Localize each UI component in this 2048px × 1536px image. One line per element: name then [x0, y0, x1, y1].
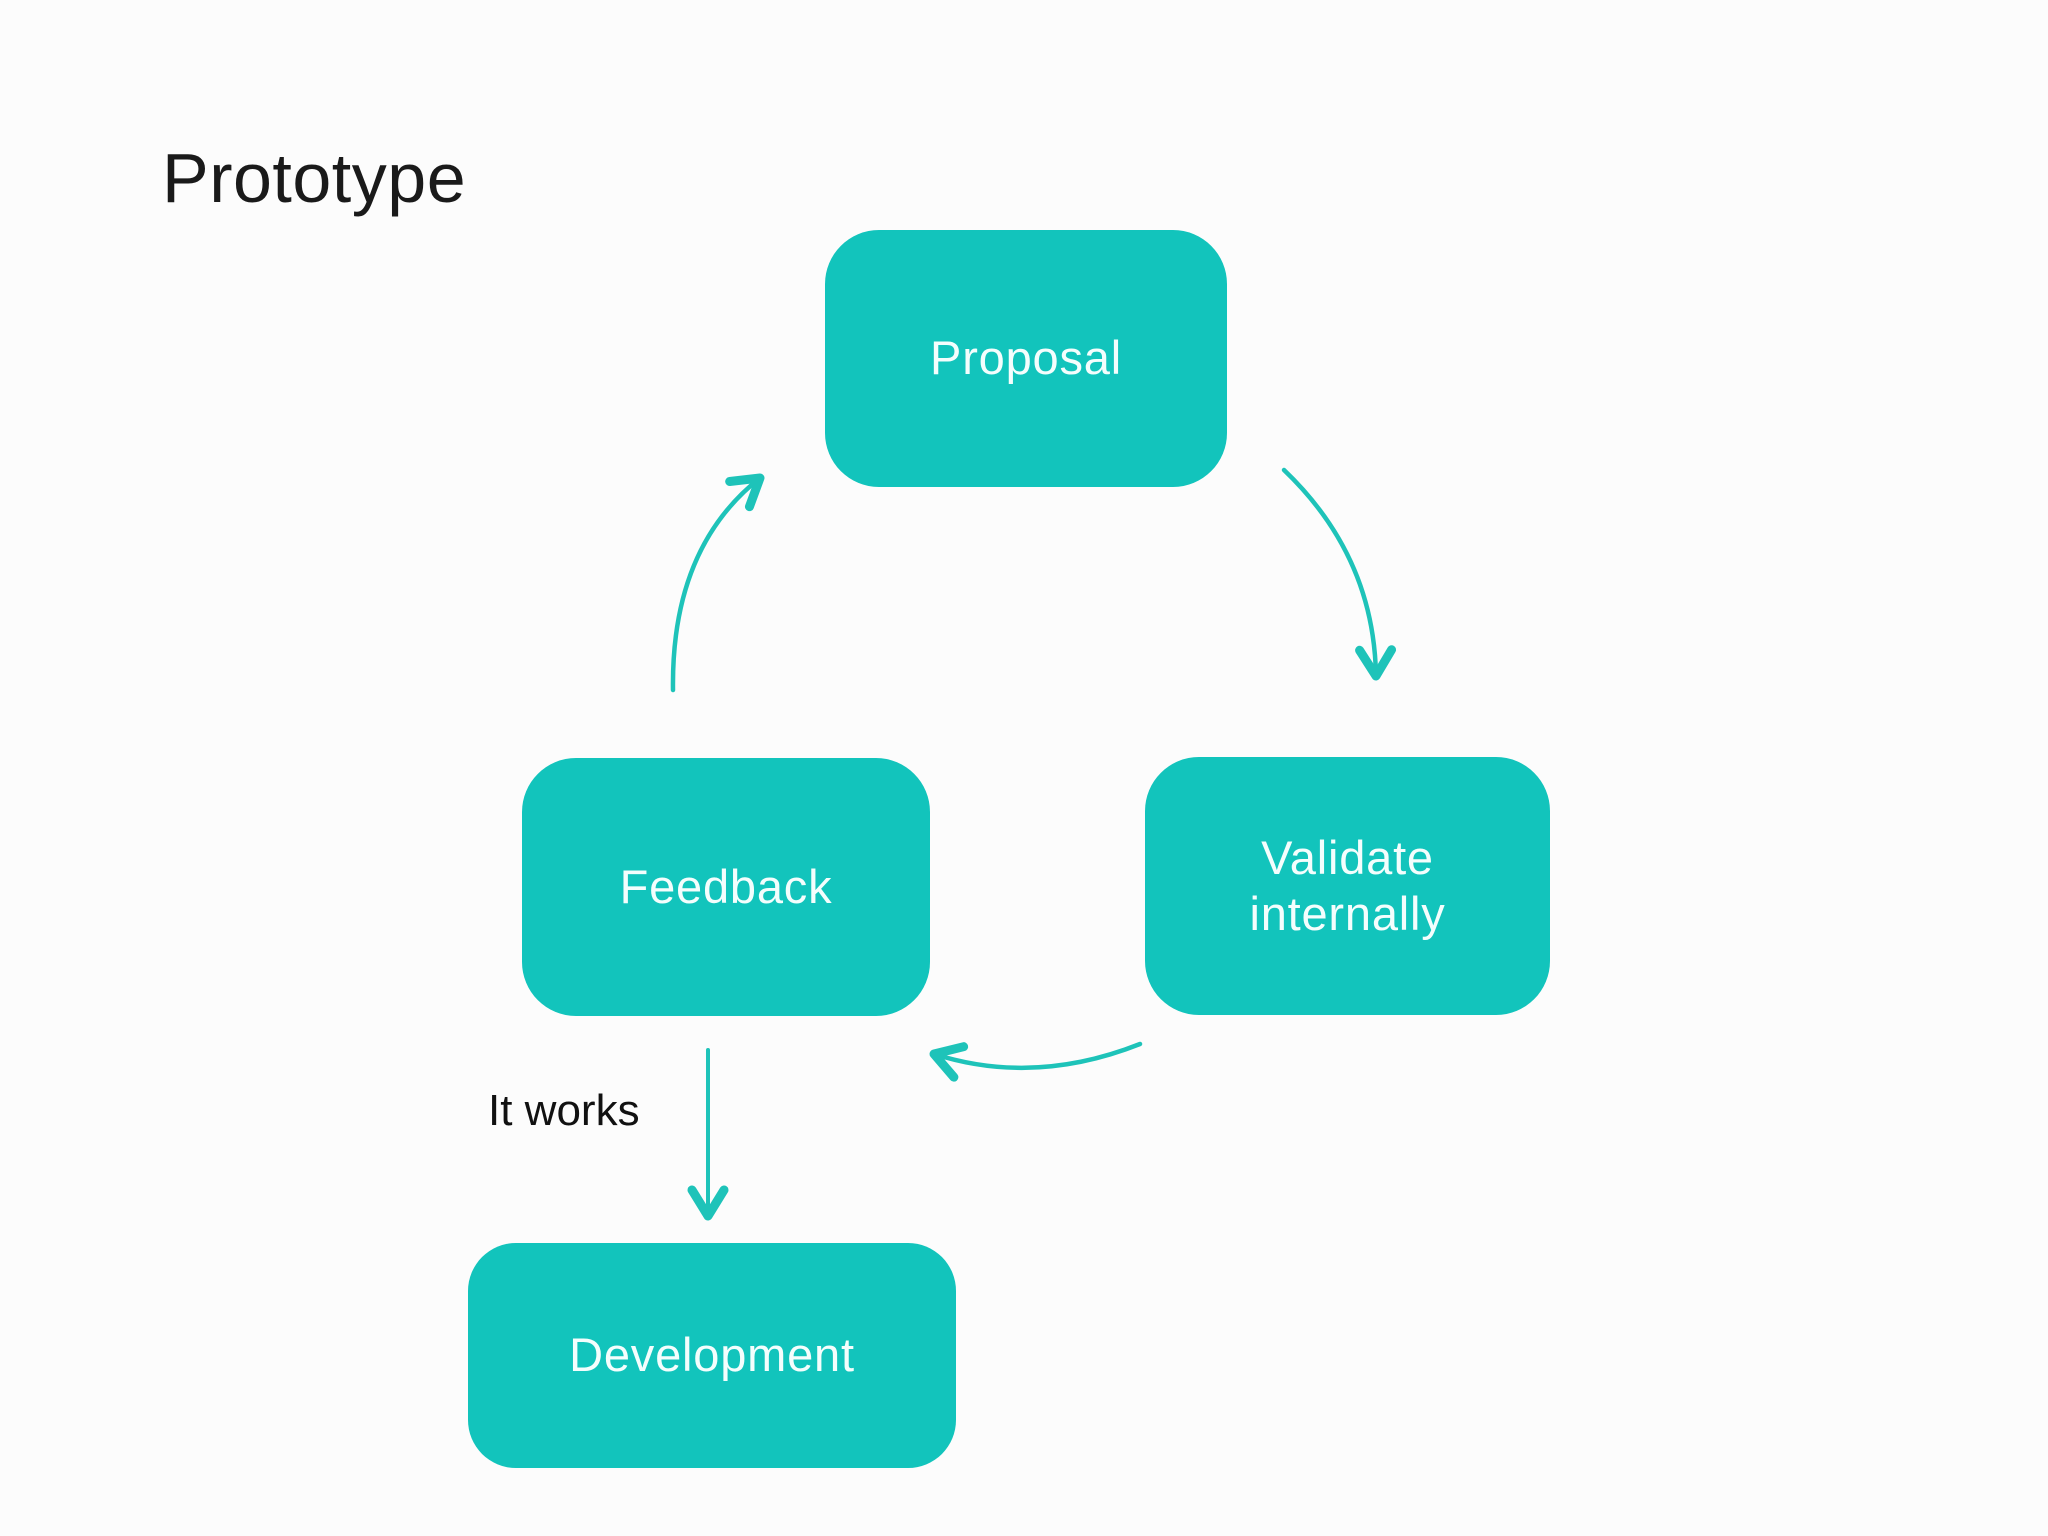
edge-label-it-works: It works [488, 1086, 640, 1135]
node-development: Development [468, 1243, 956, 1468]
node-development-label: Development [569, 1328, 855, 1382]
edge-feedback-to-proposal [670, 473, 765, 693]
node-validate-internally-label: Validate internally [1249, 830, 1446, 940]
node-validate-internally: Validate internally [1145, 757, 1550, 1015]
node-feedback-label: Feedback [619, 859, 833, 913]
edge-validate-to-feedback [929, 1041, 1143, 1082]
edge-proposal-to-validate [1281, 467, 1397, 681]
node-proposal: Proposal [825, 230, 1227, 487]
node-proposal-label: Proposal [930, 331, 1122, 385]
diagram-title: Prototype [162, 139, 467, 217]
node-feedback: Feedback [522, 758, 930, 1016]
